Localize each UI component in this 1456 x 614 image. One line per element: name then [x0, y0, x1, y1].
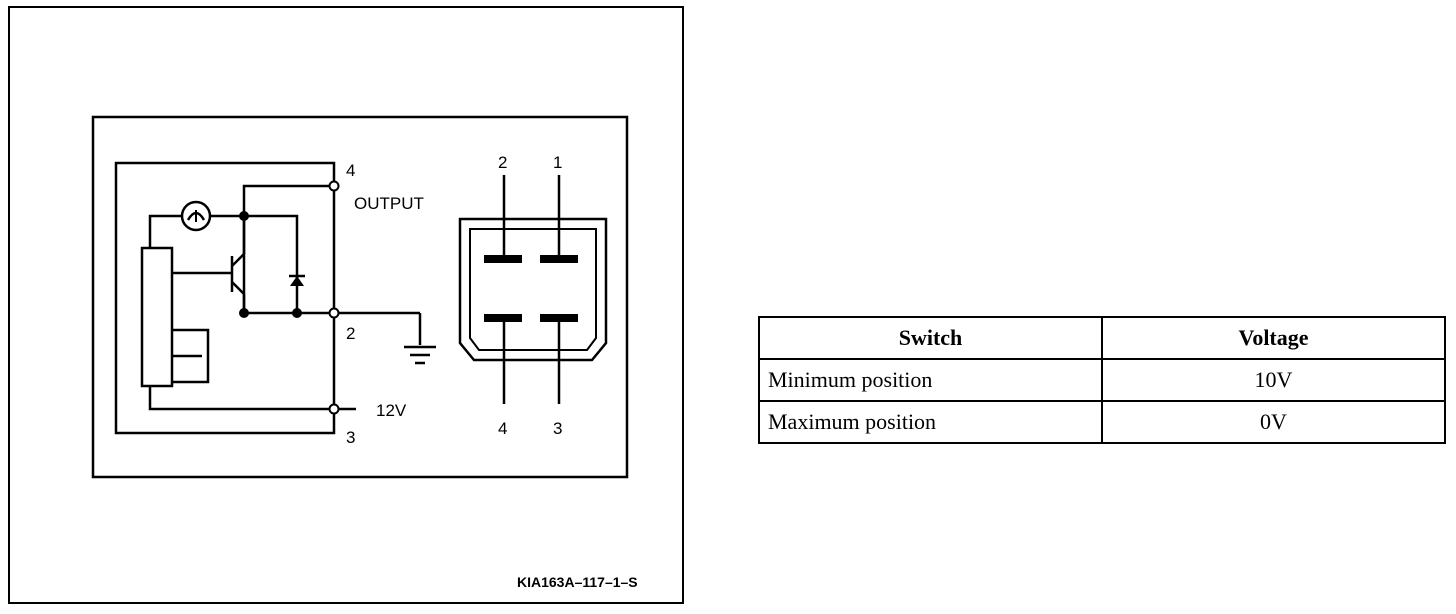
connector-pin-4: [484, 314, 522, 322]
connector-label-4: 4: [498, 419, 507, 438]
pin-4-label: 4: [346, 161, 355, 180]
terminal-4: [328, 180, 340, 192]
row-2-voltage: 0V: [1101, 400, 1446, 444]
pin-3-label: 3: [346, 428, 355, 447]
terminal-2: [328, 307, 340, 319]
lamp-symbol: [180, 200, 212, 232]
pin-2-label: 2: [346, 324, 355, 343]
connector-label-1: 1: [553, 153, 562, 172]
connector-label-2: 2: [498, 153, 507, 172]
header-switch: Switch: [758, 316, 1103, 360]
junction-dots: [239, 211, 302, 318]
figure-code: KIA163A–117–1–S: [517, 574, 638, 590]
terminal-3: [328, 403, 340, 415]
header-voltage: Voltage: [1101, 316, 1446, 360]
supply-label: 12V: [376, 401, 407, 420]
table-row: Maximum position 0V: [758, 400, 1446, 444]
row-1-voltage: 10V: [1101, 358, 1446, 402]
connector-pin-1: [540, 255, 578, 263]
output-label: OUTPUT: [354, 194, 424, 213]
row-2-switch: Maximum position: [758, 400, 1103, 444]
ground-icon: [404, 345, 436, 365]
connector-label-3: 3: [553, 419, 562, 438]
voltage-table: Switch Voltage Minimum position 10V Maxi…: [758, 316, 1446, 444]
connector-pin-2: [484, 255, 522, 263]
transistor-symbol: [230, 216, 246, 313]
row-1-switch: Minimum position: [758, 358, 1103, 402]
connector-pin-3: [540, 314, 578, 322]
table-row: Minimum position 10V: [758, 358, 1446, 402]
diode-symbol: [289, 274, 305, 286]
table-header-row: Switch Voltage: [758, 316, 1446, 360]
schematic-border: [91, 115, 629, 479]
sensor-block: [140, 246, 174, 388]
connector-face: [458, 175, 608, 404]
figure-frame: [8, 6, 684, 604]
terminals: [328, 180, 340, 415]
